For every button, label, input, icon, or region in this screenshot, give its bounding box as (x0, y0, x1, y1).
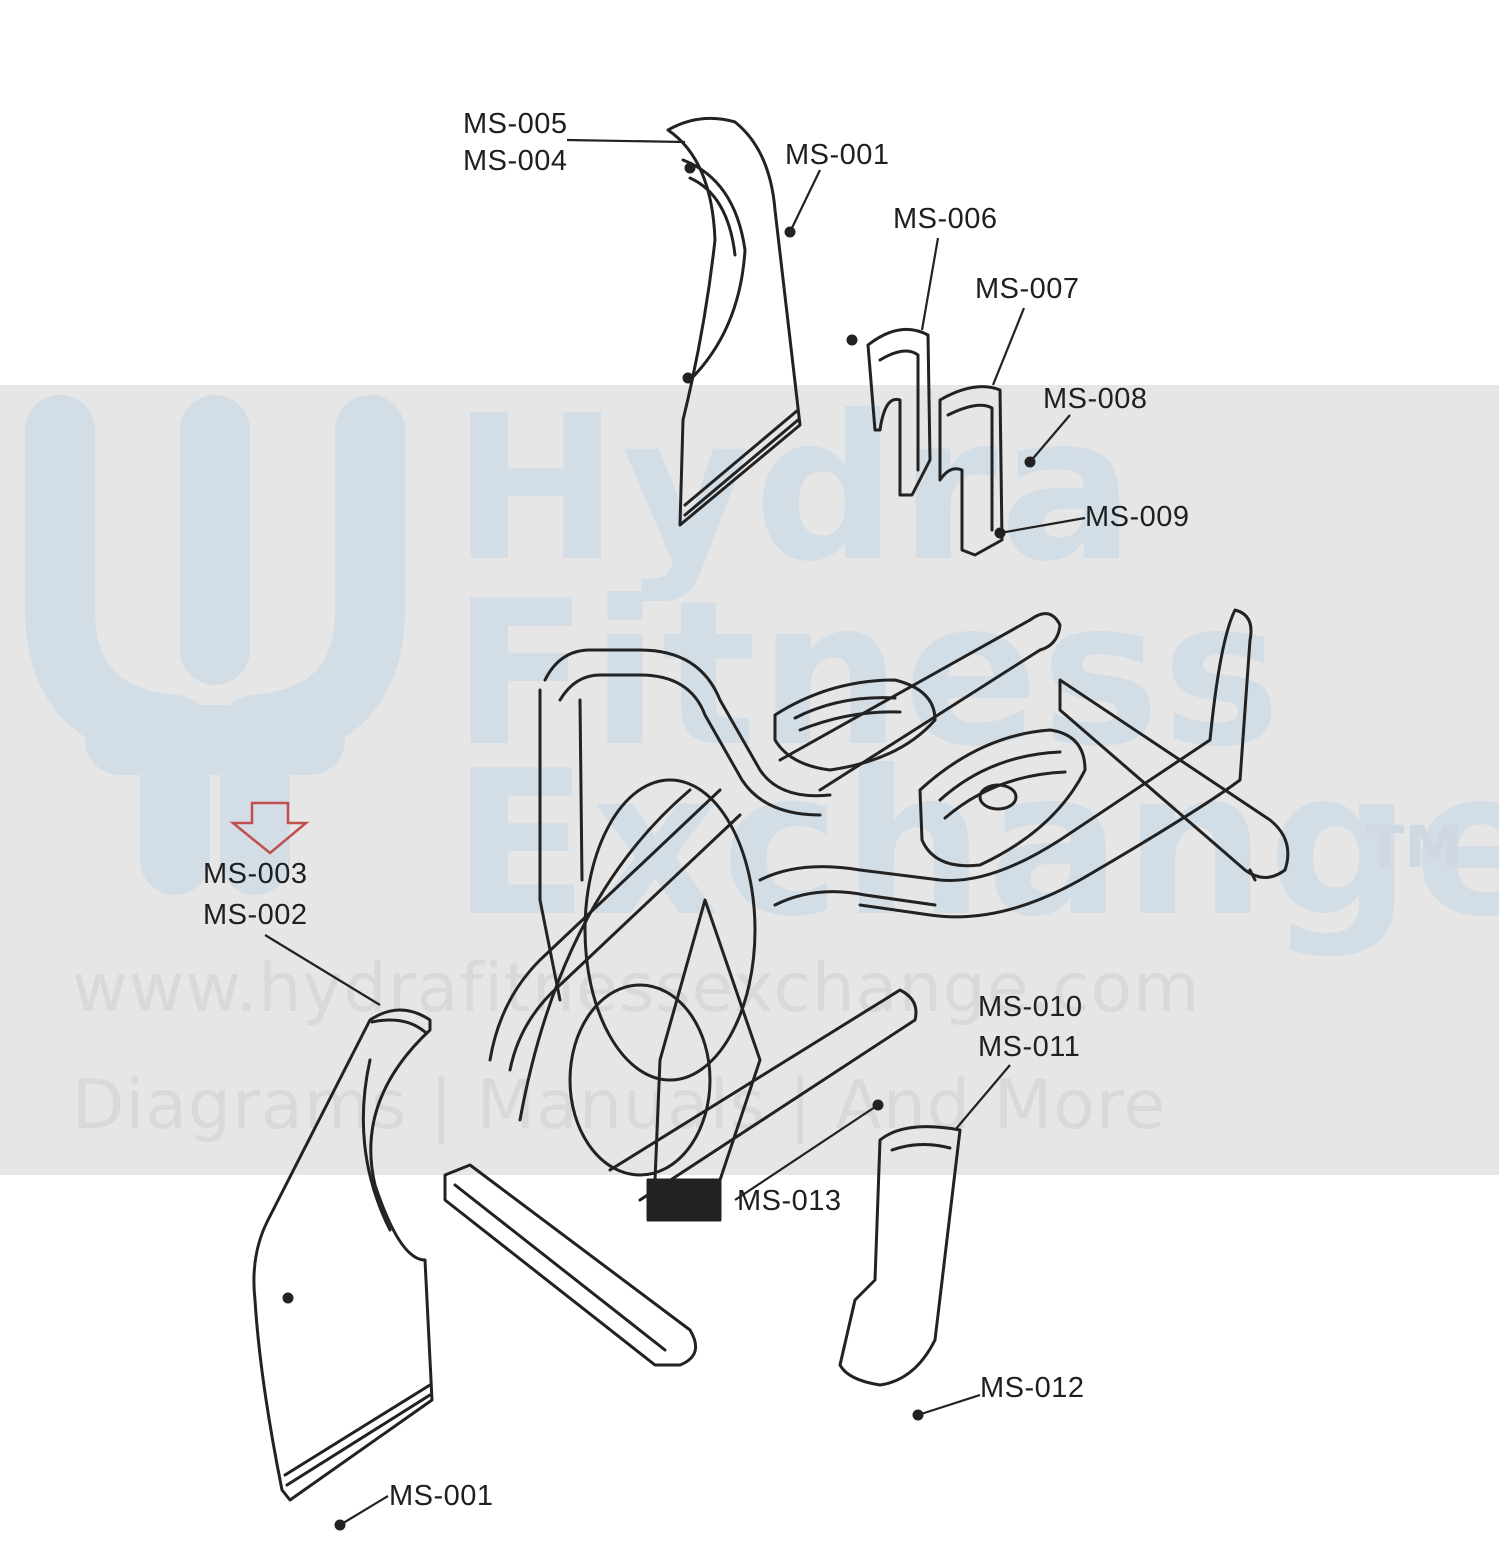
pedal-left-part (773, 678, 937, 772)
callout-ms-008: MS-008 (1043, 383, 1148, 415)
callout-ms-013: MS-013 (737, 1185, 842, 1217)
watermark-url: www.hydrafitnessexchange.com (72, 949, 1201, 1028)
flywheel-part (518, 778, 757, 1177)
callout-ms-011: MS-011 (978, 1031, 1081, 1063)
trident-h-logo-icon (25, 395, 405, 895)
callout-ms-009: MS-009 (1085, 501, 1190, 533)
lift-mechanism-part (646, 898, 762, 1222)
machine-frame (443, 608, 1290, 1367)
watermark-tagline: Diagrams | Manuals | And More (72, 1066, 1167, 1145)
callout-ms-003: MS-003 (203, 858, 308, 890)
right-side-cover-part (838, 1125, 962, 1387)
callout-ms-006: MS-006 (893, 203, 998, 235)
callout-ms-005: MS-005 (463, 108, 568, 140)
callout-ms-002: MS-002 (203, 899, 308, 931)
down-arrow-icon (229, 801, 310, 855)
watermark-brand-line3: Exchange (452, 728, 1499, 961)
callout-ms-001-bottom: MS-001 (389, 1480, 494, 1512)
callout-ms-007: MS-007 (975, 273, 1080, 305)
callout-ms-012: MS-012 (980, 1372, 1085, 1404)
callout-ms-004: MS-004 (463, 145, 568, 177)
left-side-cover-part (252, 1008, 434, 1502)
leader-lines (264, 138, 1086, 1526)
handle-cover-left-part (866, 327, 932, 497)
watermark-brand-line2: Fitness (452, 558, 1283, 791)
watermark-trademark: TM (1365, 813, 1463, 881)
handle-cover-right-part (938, 385, 1004, 557)
pedal-right-part (918, 728, 1087, 868)
callout-ms-010: MS-010 (978, 991, 1083, 1023)
callout-ms-001-top: MS-001 (785, 139, 890, 171)
top-rear-cover-part (666, 116, 802, 527)
